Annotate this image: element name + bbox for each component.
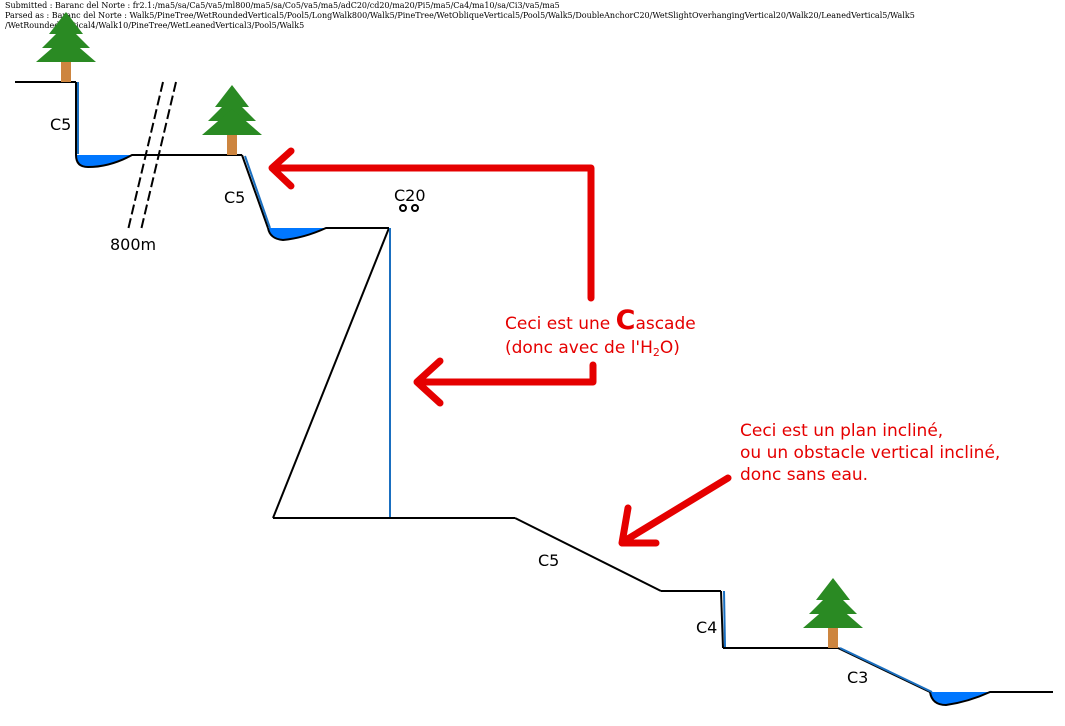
red-arrow [413, 357, 597, 407]
pine-tree-icon [803, 578, 863, 648]
wet-walls [77, 82, 933, 693]
parsed-line-1: Parsed as : Baranc del Norte : Walk5/Pin… [5, 11, 915, 20]
pool-3 [930, 692, 990, 705]
pool-1 [76, 155, 132, 167]
label-c20: C20 [394, 186, 426, 205]
pine-tree-icon [36, 12, 96, 82]
incline-annotation-line2: ou un obstacle vertical incliné, [740, 443, 1000, 463]
cascade-annotation-line2-start: (donc avec de l'H [505, 338, 653, 358]
double-anchor-icon [399, 204, 419, 212]
cascade-annotation-line1-end: ascade [635, 314, 695, 334]
label-c5-first: C5 [50, 115, 71, 134]
submitted-line: Submitted : Baranc del Norte : fr2.1:/ma… [5, 1, 560, 10]
pool-2 [268, 228, 326, 240]
label-c5-second: C5 [224, 188, 245, 207]
cascade-annotation-line1: Ceci est une Cascade [505, 305, 696, 336]
label-c4: C4 [696, 618, 717, 637]
label-c5-incline: C5 [538, 551, 559, 570]
cascade-annotation-line2-end: O) [660, 338, 680, 358]
long-walk-break [127, 81, 177, 231]
terrain-profile [15, 81, 1053, 707]
cascade-annotation-subscript: 2 [653, 346, 660, 359]
header-text: Submitted : Baranc del Norte : fr2.1:/ma… [5, 1, 915, 31]
cascade-annotation-line1-start: Ceci est une [505, 314, 616, 334]
cascade-annotation-line2: (donc avec de l'H2O) [505, 338, 680, 359]
pine-tree-icon [202, 85, 262, 155]
label-c3: C3 [847, 668, 868, 687]
incline-annotation-line3: donc sans eau. [740, 465, 868, 485]
incline-annotation-line1: Ceci est un plan incliné, [740, 421, 943, 441]
red-arrow [268, 147, 595, 302]
parsed-line-2: /WetRoundedVertical4/Walk10/PineTree/Wet… [5, 21, 305, 30]
label-long-walk: 800m [110, 235, 156, 254]
cascade-annotation-big-c: C [616, 305, 636, 336]
red-arrow [618, 474, 732, 547]
